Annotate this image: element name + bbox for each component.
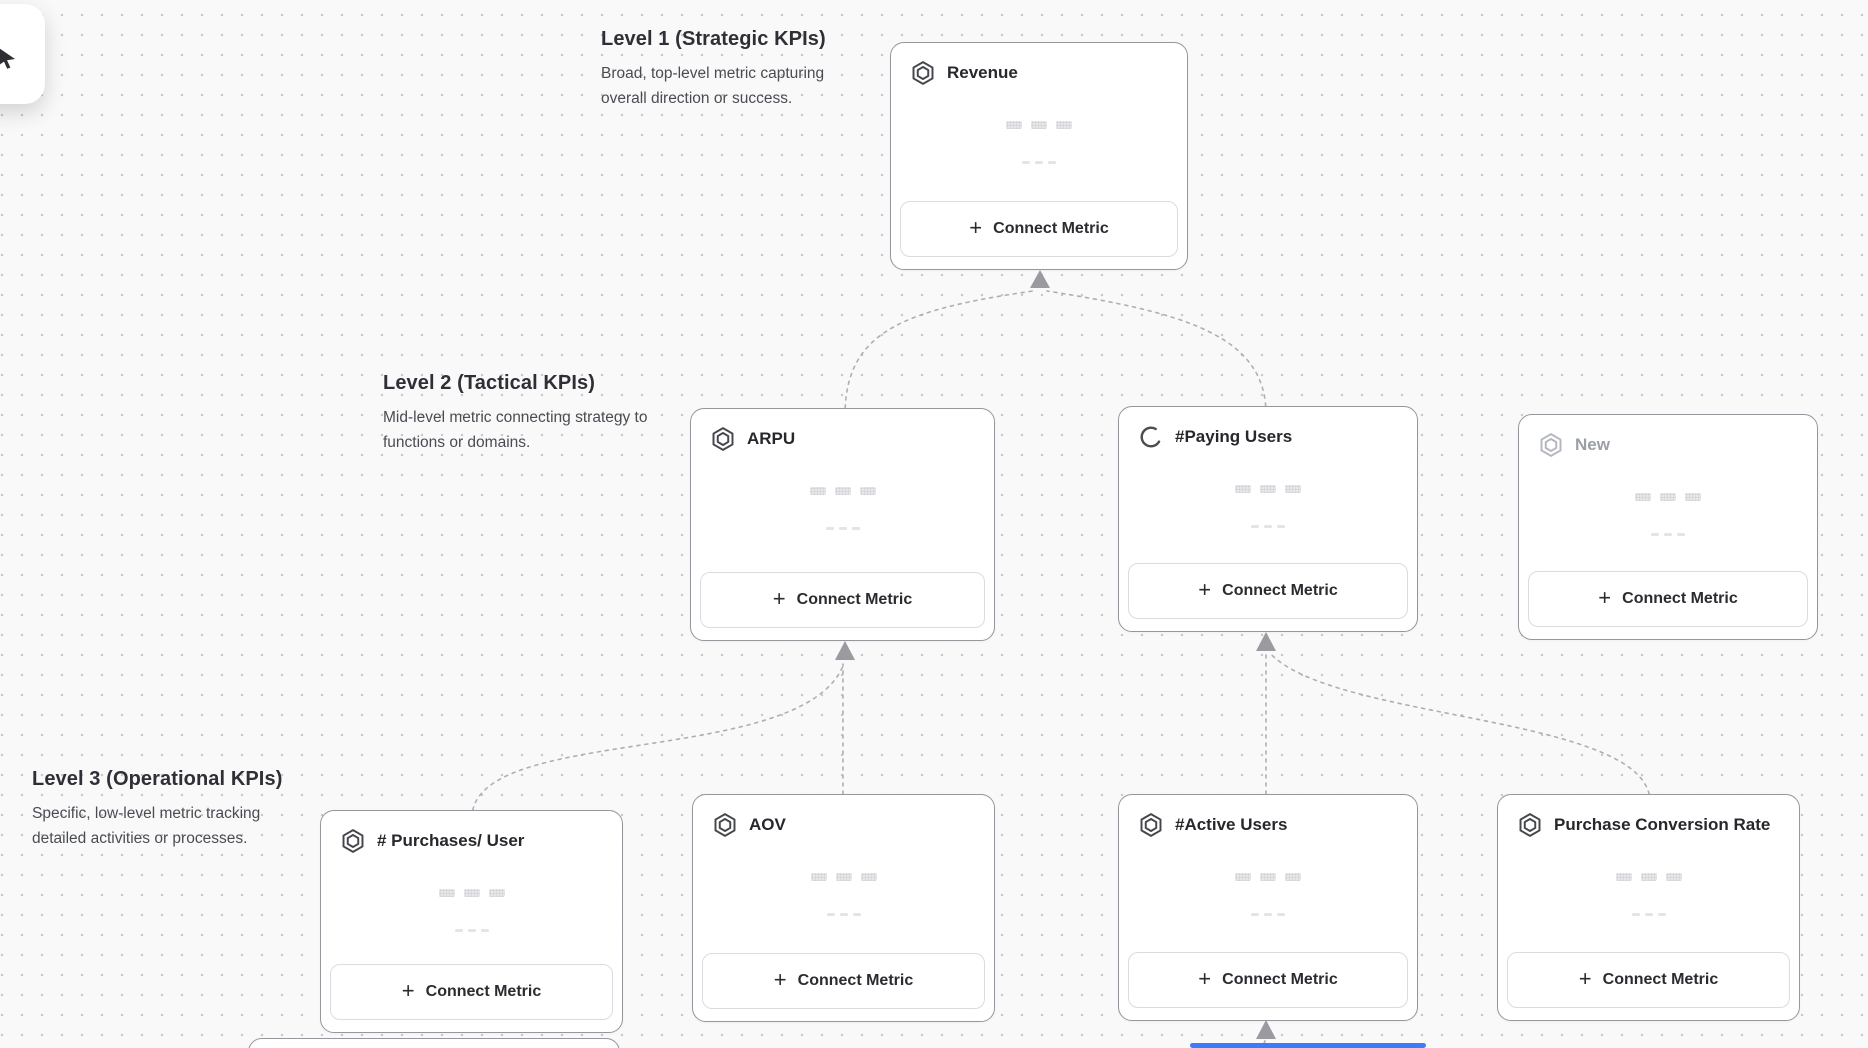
arrowhead-revenue (1030, 270, 1050, 288)
connect-metric-label: Connect Metric (993, 220, 1109, 237)
skeleton-placeholder (1519, 533, 1817, 536)
card-title: #Active Users (1175, 815, 1288, 834)
level1-title: Level 1 (Strategic KPIs) (601, 28, 826, 50)
connect-metric-label: Connect Metric (1222, 582, 1338, 599)
level2-label: Level 2 (Tactical KPIs) Mid-level metric… (383, 372, 653, 455)
connect-metric-button[interactable]: + Connect Metric (1128, 952, 1408, 1008)
plus-icon: + (1198, 577, 1212, 602)
card-header: #Paying Users (1139, 425, 1292, 449)
level3-description: Specific, low-level metric tracking deta… (32, 805, 261, 848)
kpi-card-purchases-per-user[interactable]: # Purchases/ User + Connect Metric (320, 810, 623, 1033)
kpi-card-active-users[interactable]: #Active Users + Connect Metric (1118, 794, 1418, 1021)
card-title: ARPU (747, 429, 796, 448)
level3-title: Level 3 (Operational KPIs) (32, 768, 283, 790)
skeleton-placeholder (1119, 873, 1417, 881)
floating-toolbar[interactable] (0, 4, 45, 104)
skeleton-placeholder (891, 121, 1187, 129)
kpi-card-paying-users[interactable]: #Paying Users + Connect Metric (1118, 406, 1418, 632)
skeleton-placeholder (1119, 485, 1417, 493)
kpi-card-aov[interactable]: AOV + Connect Metric (692, 794, 995, 1022)
connect-metric-button[interactable]: + Connect Metric (700, 572, 985, 628)
connect-metric-label: Connect Metric (1602, 971, 1719, 988)
connect-metric-button[interactable]: + Connect Metric (1128, 563, 1408, 619)
plus-icon: + (772, 586, 786, 611)
card-title: Revenue (947, 63, 1018, 82)
skeleton-placeholder (1119, 525, 1417, 528)
plus-icon: + (1198, 966, 1212, 991)
hexagon-icon (1139, 813, 1163, 837)
card-title: Purchase Conversion Rate (1554, 815, 1771, 834)
plus-icon: + (1598, 585, 1612, 610)
level2-title: Level 2 (Tactical KPIs) (383, 372, 596, 394)
plus-icon: + (1578, 966, 1592, 991)
card-header: # Purchases/ User (341, 829, 524, 853)
horizontal-scrollbar[interactable] (1190, 1043, 1426, 1048)
skeleton-placeholder (1519, 493, 1817, 501)
plus-icon: + (401, 978, 415, 1003)
card-header: AOV (713, 813, 786, 837)
skeleton-placeholder (321, 929, 622, 932)
card-title: #Paying Users (1175, 427, 1293, 446)
connect-metric-label: Connect Metric (797, 972, 914, 989)
cursor-icon (0, 48, 15, 69)
connect-metric-label: Connect Metric (796, 591, 913, 608)
hexagon-icon (1539, 433, 1563, 457)
skeleton-placeholder (321, 889, 622, 897)
connector-arpu-to-revenue (844, 290, 1034, 417)
kpi-card-partial-bottom[interactable] (248, 1038, 620, 1048)
plus-icon: + (969, 215, 983, 240)
kpi-card-new[interactable]: New + Connect Metric (1518, 414, 1818, 640)
connect-metric-button[interactable]: + Connect Metric (702, 953, 985, 1009)
card-header: #Active Users (1139, 813, 1287, 837)
skeleton-placeholder (693, 913, 994, 916)
hexagon-icon (713, 813, 737, 837)
hexagon-icon (341, 829, 365, 853)
spinner-icon (1139, 425, 1163, 449)
card-header: Revenue (911, 61, 1018, 85)
skeleton-placeholder (693, 873, 994, 881)
connector-payingusers-to-revenue (1046, 290, 1267, 415)
hexagon-icon (911, 61, 935, 85)
level1-label: Level 1 (Strategic KPIs) Broad, top-leve… (601, 28, 871, 111)
card-title: New (1575, 435, 1610, 454)
card-title: # Purchases/ User (377, 831, 525, 850)
hexagon-icon (711, 427, 735, 451)
kpi-card-arpu[interactable]: ARPU + Connect Metric (690, 408, 995, 641)
skeleton-placeholder (691, 487, 994, 495)
card-header: ARPU (711, 427, 795, 451)
arrowhead-arpu (835, 641, 855, 660)
level1-description: Broad, top-level metric capturing overal… (601, 65, 825, 108)
skeleton-placeholder (1498, 913, 1799, 916)
kpi-card-revenue[interactable]: Revenue + Connect Metric (890, 42, 1188, 270)
hexagon-icon (1518, 813, 1542, 837)
connect-metric-button[interactable]: + Connect Metric (330, 964, 613, 1020)
arrowhead-activeusers (1256, 1020, 1276, 1039)
kpi-card-purchase-conversion-rate[interactable]: Purchase Conversion Rate + Connect Metri… (1497, 794, 1800, 1021)
connect-metric-label: Connect Metric (425, 983, 542, 1000)
skeleton-placeholder (891, 161, 1187, 164)
level2-description: Mid-level metric connecting strategy to … (383, 409, 648, 452)
plus-icon: + (773, 967, 787, 992)
connect-metric-button[interactable]: + Connect Metric (1507, 952, 1790, 1008)
level3-label: Level 3 (Operational KPIs) Specific, low… (32, 768, 312, 851)
skeleton-placeholder (1119, 913, 1417, 916)
connect-metric-button[interactable]: + Connect Metric (1528, 571, 1808, 627)
connect-metric-label: Connect Metric (1622, 590, 1738, 607)
connect-metric-button[interactable]: + Connect Metric (900, 201, 1178, 257)
card-header: New (1539, 433, 1610, 457)
card-header: Purchase Conversion Rate (1518, 813, 1770, 837)
card-title: AOV (749, 815, 786, 834)
connect-metric-label: Connect Metric (1222, 971, 1338, 988)
arrowhead-payingusers (1256, 632, 1276, 651)
skeleton-placeholder (691, 527, 994, 530)
connector-pcr-to-payingusers (1268, 651, 1651, 803)
skeleton-placeholder (1498, 873, 1799, 881)
